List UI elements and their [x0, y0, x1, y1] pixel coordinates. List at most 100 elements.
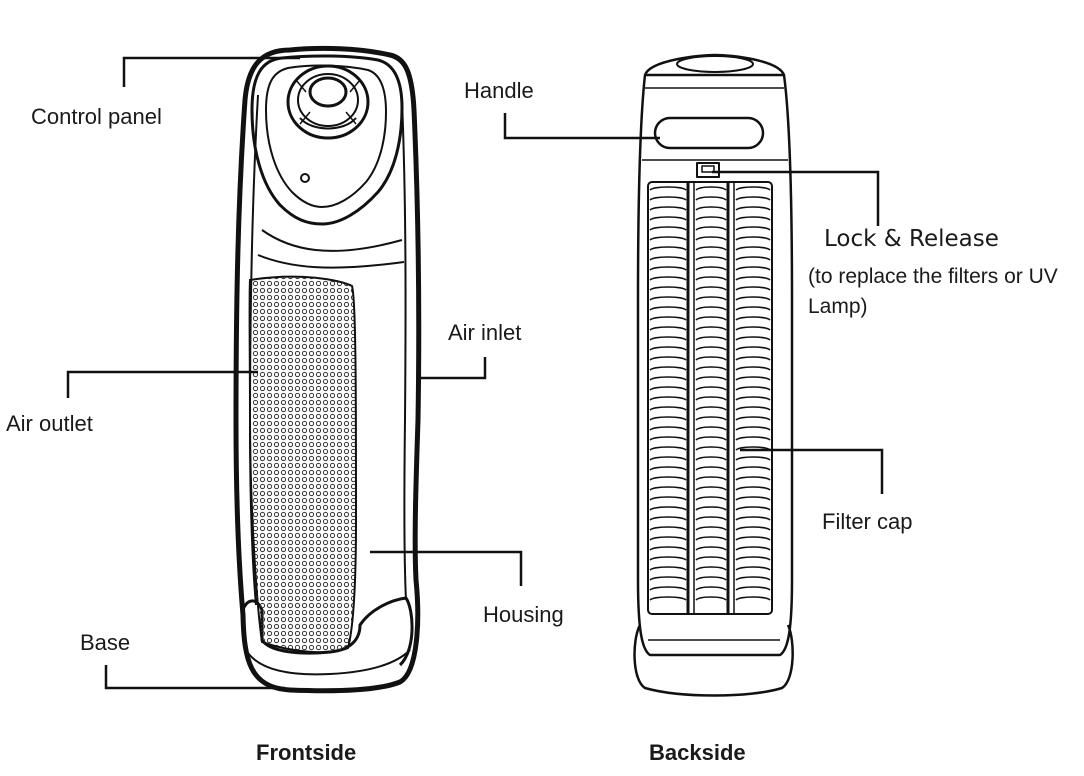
louver-slat	[649, 496, 687, 501]
louver-slat	[735, 486, 771, 491]
louver-slat	[649, 366, 687, 371]
louver-slat	[695, 496, 727, 501]
louver-slat	[695, 516, 727, 521]
louver-slat	[695, 536, 727, 541]
louver-slat	[649, 516, 687, 521]
louver-slat	[695, 396, 727, 401]
louver-slat	[735, 306, 771, 311]
louver-slat	[649, 196, 687, 201]
front-unit	[233, 45, 422, 694]
louver-slat	[649, 556, 687, 561]
louver-slat	[735, 596, 771, 601]
louver-slat	[735, 526, 771, 531]
louver-slat	[695, 296, 727, 301]
louver-slat	[735, 286, 771, 291]
louver-slat	[735, 416, 771, 421]
louver-slat	[695, 556, 727, 561]
louver-slat	[649, 296, 687, 301]
louver-slat	[695, 216, 727, 221]
leader-handle	[503, 113, 660, 140]
back-base-outline	[633, 624, 794, 697]
louver-slat	[695, 316, 727, 321]
louver-slat	[649, 326, 687, 331]
louver-slat	[695, 586, 727, 591]
louver-slat	[695, 256, 727, 261]
caption-frontside: Frontside	[256, 740, 357, 765]
louver-slat	[735, 516, 771, 521]
label-lock-release-note: (to replace the filters or UV Lamp)	[808, 265, 1058, 318]
louver-slat	[695, 306, 727, 311]
louver-slat	[649, 416, 687, 421]
louver-slat	[735, 456, 771, 461]
louver-slat	[735, 576, 771, 581]
air-outlet-grille	[248, 275, 358, 654]
louver-slat	[695, 506, 727, 511]
louver-slat	[735, 366, 771, 371]
label-filter-cap: Filter cap	[822, 509, 913, 534]
louver-slat	[695, 436, 727, 441]
louver-slat	[695, 356, 727, 361]
louver-slat	[649, 316, 687, 321]
louver-slat	[695, 596, 727, 601]
louver-slat	[735, 426, 771, 431]
louver-slat	[695, 246, 727, 251]
louver-slat	[649, 466, 687, 471]
louver-slat	[649, 266, 687, 271]
leader-air-outlet	[66, 370, 258, 398]
louver-slat	[695, 266, 727, 271]
louver-slat	[649, 306, 687, 311]
louver-slat	[649, 346, 687, 351]
louver-slat	[735, 246, 771, 251]
louver-slat	[695, 376, 727, 381]
louver-slat	[695, 286, 727, 291]
label-control-panel: Control panel	[31, 104, 162, 129]
louver-slat	[735, 386, 771, 391]
louver-slat	[735, 556, 771, 561]
label-housing: Housing	[483, 602, 564, 627]
leader-air-inlet	[420, 357, 487, 380]
louver-slat	[695, 546, 727, 551]
louver-slat	[695, 276, 727, 281]
louver-slat	[735, 256, 771, 261]
louver-slat	[735, 586, 771, 591]
louver-slat	[735, 536, 771, 541]
louver-slat	[735, 236, 771, 241]
louver-slat	[695, 406, 727, 411]
louver-slat	[735, 376, 771, 381]
louver-slat	[649, 396, 687, 401]
handle-slot	[653, 116, 765, 150]
label-base: Base	[80, 630, 131, 655]
louver-slat	[649, 236, 687, 241]
louver-slat	[649, 186, 687, 191]
louver-slat	[735, 506, 771, 511]
louver-slat	[649, 426, 687, 431]
louver-slat	[695, 386, 727, 391]
louver-slat	[695, 566, 727, 571]
louver-slat	[649, 476, 687, 481]
louver-slat	[695, 446, 727, 451]
louver-slat	[735, 296, 771, 301]
louver-slat	[735, 206, 771, 211]
louver-slat	[735, 546, 771, 551]
callout-lines	[66, 56, 884, 690]
louver-slat	[735, 466, 771, 471]
louver-slat	[649, 246, 687, 251]
louver-slat	[649, 596, 687, 601]
louver-slat	[735, 346, 771, 351]
louver-slat	[649, 286, 687, 291]
louver-slat	[649, 226, 687, 231]
louver-slat	[695, 576, 727, 581]
louver-slat	[695, 236, 727, 241]
back-unit	[633, 53, 794, 697]
louver-slat	[649, 506, 687, 511]
louver-slat	[649, 256, 687, 261]
louver-slat	[735, 316, 771, 321]
louver-slat	[735, 186, 771, 191]
louver-slat	[649, 356, 687, 361]
louver-slat	[695, 466, 727, 471]
louver-slat	[649, 456, 687, 461]
louver-slat	[735, 406, 771, 411]
filter-cap-frame	[647, 181, 773, 615]
louver-slat	[735, 396, 771, 401]
